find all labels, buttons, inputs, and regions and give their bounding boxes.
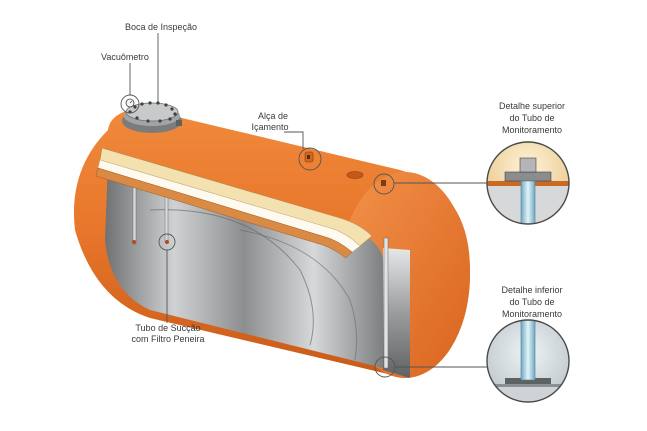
top-detail-magnifier — [486, 141, 570, 225]
monitoring-tube-cap — [381, 180, 386, 186]
inspection-port — [122, 101, 182, 133]
top-port — [346, 171, 364, 179]
lifting-lug-icon — [304, 151, 314, 163]
inner-wall-panel — [383, 248, 410, 378]
top-detail-label-line1: Detalhe superior — [498, 101, 566, 111]
lifting-lug-callout-circle — [298, 147, 322, 171]
bottom-detail-label-line3: Monitoramento — [501, 309, 563, 319]
bottom-detail-label-line2: do Tubo de — [509, 297, 555, 307]
suction-filter-icon — [165, 240, 169, 244]
vent-nozzle — [176, 120, 182, 126]
suction-tube-label-line2: com Filtro Peneira — [131, 334, 205, 344]
suction-tube-label-line1: Tubo de Sucção — [135, 323, 201, 333]
lifting-lug-label-line2: Içamento — [251, 122, 289, 132]
suction-filter-left-icon — [132, 240, 136, 244]
tank-wall-layers — [95, 147, 373, 259]
vacuum-gauge-label: Vacuômetro — [101, 52, 149, 62]
inspection-port-label: Boca de Inspeção — [125, 22, 198, 32]
leader-lines — [129, 33, 488, 368]
bottom-detail-label-line1: Detalhe inferior — [501, 285, 563, 295]
vacuum-gauge-icon — [125, 98, 135, 108]
top-detail-label-line2: do Tubo de — [509, 113, 555, 123]
lifting-lug-label-line1: Alça de — [257, 111, 289, 121]
top-detail-callout-circle — [373, 173, 395, 195]
top-detail-label-line3: Monitoramento — [501, 125, 563, 135]
monitoring-tube — [383, 237, 389, 369]
bottom-detail-magnifier — [486, 319, 570, 403]
